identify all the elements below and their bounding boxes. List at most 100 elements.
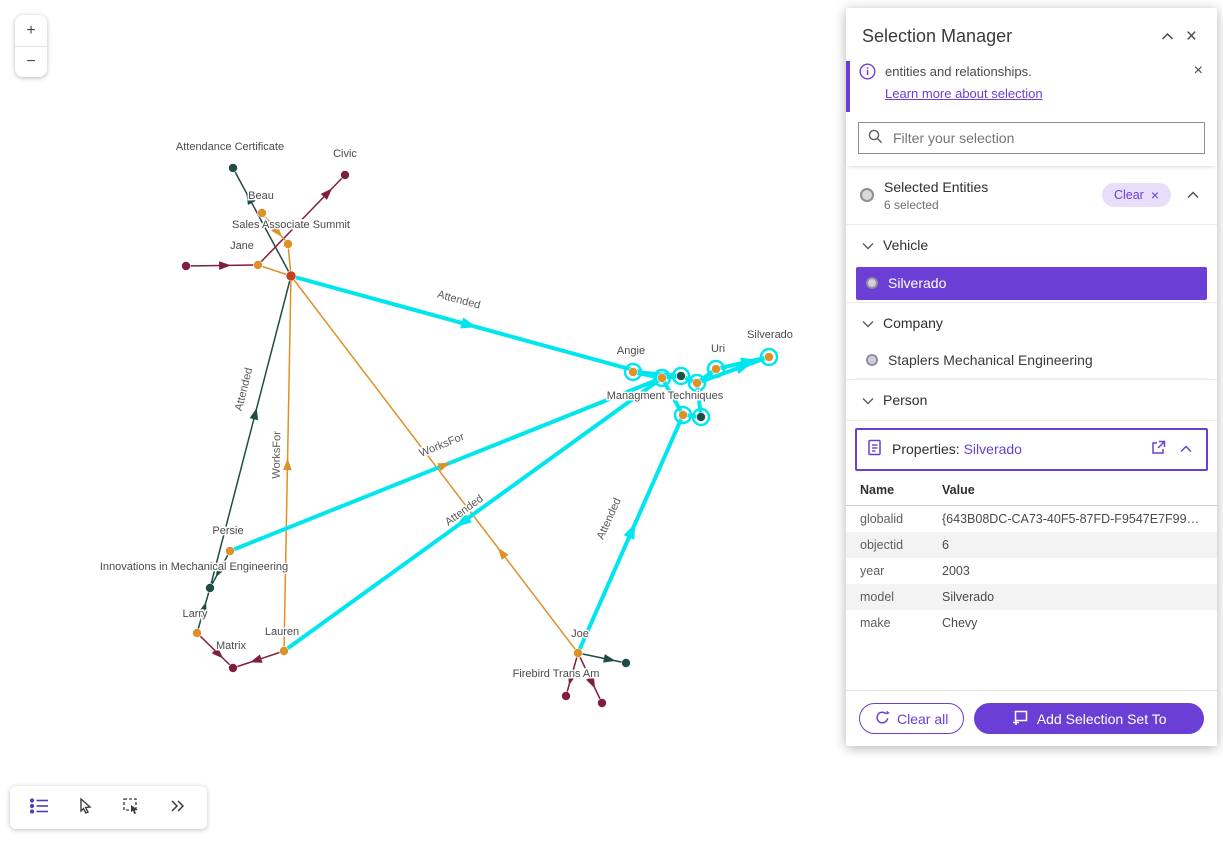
double-chevron-right-icon: [170, 800, 186, 815]
graph-node[interactable]: [597, 698, 607, 708]
expand-toolbar-button[interactable]: [161, 791, 195, 825]
graph-node[interactable]: [711, 364, 721, 374]
group-label: Person: [883, 391, 928, 408]
graph-node[interactable]: [573, 648, 583, 658]
edge-arrow-icon: [249, 654, 263, 663]
clear-all-button[interactable]: Clear all: [859, 703, 965, 734]
graph-node[interactable]: [257, 208, 267, 218]
info-banner: entities and relationships. Learn more a…: [846, 61, 1217, 112]
edge[interactable]: [257, 264, 292, 277]
node-label: Lauren: [265, 626, 299, 638]
cursor-icon: [78, 797, 93, 817]
property-name: year: [860, 563, 885, 578]
edge-arrow-icon: [455, 513, 472, 527]
panel-close-button[interactable]: ×: [1180, 23, 1203, 50]
list-icon: [29, 798, 49, 817]
graph-node[interactable]: [279, 646, 289, 656]
property-value: Silverado: [942, 589, 995, 604]
graph-node[interactable]: [253, 260, 263, 270]
node-label: Sales Associate Summit: [232, 219, 350, 231]
graph-node[interactable]: [678, 410, 688, 420]
selected-entities-collapse-button[interactable]: [1181, 183, 1205, 207]
filter-selection-input[interactable]: [891, 128, 1195, 147]
edge-arrow-icon: [568, 672, 577, 686]
edge-arrow-icon: [603, 654, 616, 663]
edge-label: Attended: [595, 496, 624, 541]
graph-node[interactable]: [621, 658, 631, 668]
graph-node[interactable]: [561, 691, 571, 701]
edge[interactable]: [232, 167, 292, 277]
graph-node[interactable]: [192, 628, 202, 638]
graph-node[interactable]: [228, 663, 238, 673]
close-icon: ×: [1185, 26, 1197, 47]
graph-node[interactable]: [283, 239, 293, 249]
node-selection-halo: [706, 359, 726, 379]
node-selection-halo: [691, 407, 711, 427]
node-selection-halo: [759, 347, 779, 367]
info-icon: [859, 63, 876, 104]
edge[interactable]: [695, 381, 703, 419]
edge[interactable]: [695, 355, 771, 385]
property-value: 6: [942, 537, 949, 552]
edge[interactable]: [577, 652, 627, 664]
entity-row[interactable]: Staplers Mechanical Engineering: [856, 343, 1207, 379]
properties-label: Properties:: [892, 441, 960, 458]
select-tool-button[interactable]: [115, 791, 149, 825]
graph-node[interactable]: [628, 367, 638, 377]
property-name: model: [860, 589, 895, 604]
node-label: Matrix: [216, 640, 246, 652]
graph-node[interactable]: [285, 270, 297, 282]
search-icon: [868, 129, 883, 147]
graph-node[interactable]: [696, 412, 706, 422]
group-header-vehicle[interactable]: Vehicle: [846, 223, 1217, 265]
graph-node[interactable]: [181, 261, 191, 271]
group-label: Vehicle: [883, 236, 929, 253]
panel-header: Selection Manager ×: [846, 8, 1217, 61]
entity-row[interactable]: Silverado: [856, 266, 1207, 300]
close-icon: ×: [1150, 187, 1159, 204]
graph-node[interactable]: [676, 371, 686, 381]
selection-list-button[interactable]: [22, 791, 56, 825]
graph-node[interactable]: [692, 378, 702, 388]
graph-node[interactable]: [657, 373, 667, 383]
graph-node[interactable]: [225, 546, 235, 556]
property-value: Chevy: [942, 615, 978, 630]
edge[interactable]: [287, 243, 292, 277]
node-label: Attendance Certificate: [176, 141, 284, 153]
selected-entities-header: Selected Entities 6 selected Clear ×: [846, 166, 1217, 224]
entity-icon: [866, 277, 878, 290]
pointer-tool-button[interactable]: [68, 791, 102, 825]
edge[interactable]: [209, 275, 292, 589]
edge[interactable]: [282, 376, 664, 653]
edge-arrow-icon: [198, 601, 207, 615]
chevron-down-icon: [862, 315, 874, 331]
open-properties-button[interactable]: [1145, 436, 1172, 463]
property-row: globalid{643B08DC-CA73-40F5-87FD-F9547E7…: [846, 505, 1217, 532]
node-selection-halo: [671, 366, 691, 386]
zoom-in-button[interactable]: +: [15, 15, 47, 46]
search-container: [846, 114, 1217, 166]
learn-more-link[interactable]: Learn more about selection: [885, 85, 1043, 101]
properties-table: Name Value globalid{643B08DC-CA73-40F5-8…: [846, 474, 1217, 636]
edge-arrow-icon: [219, 261, 231, 270]
chart-toolbar: [10, 786, 207, 829]
graph-node[interactable]: [228, 163, 238, 173]
close-icon: ×: [1193, 62, 1203, 79]
add-selection-set-button[interactable]: Add Selection Set To: [974, 703, 1204, 734]
node-label: Uri: [711, 343, 725, 355]
edge-arrow-icon: [460, 317, 477, 329]
graph-node[interactable]: [205, 583, 215, 593]
group-header-person[interactable]: Person: [846, 378, 1217, 420]
graph-node[interactable]: [340, 170, 350, 180]
properties-collapse-button[interactable]: [1174, 437, 1198, 461]
edge[interactable]: [290, 275, 579, 654]
graph-node[interactable]: [764, 352, 774, 362]
clear-selection-pill[interactable]: Clear ×: [1101, 183, 1171, 208]
zoom-out-button[interactable]: −: [15, 46, 47, 77]
info-close-button[interactable]: ×: [1188, 59, 1209, 83]
selection-manager-panel: Selection Manager × entities and relatio…: [846, 8, 1217, 746]
group-header-company[interactable]: Company: [846, 301, 1217, 343]
properties-icon: [867, 439, 883, 459]
panel-collapse-button[interactable]: [1155, 25, 1180, 49]
